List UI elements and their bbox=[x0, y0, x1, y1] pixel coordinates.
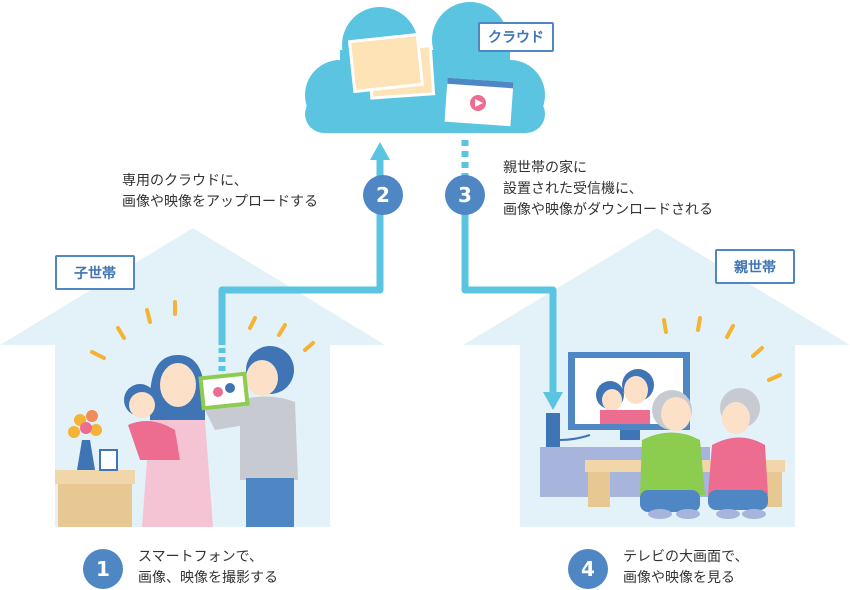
download-arrow bbox=[461, 140, 563, 410]
receiver-icon bbox=[546, 413, 591, 447]
caption-line: 親世帯の家に bbox=[503, 160, 587, 176]
sparkle-icon bbox=[662, 316, 782, 382]
step-1-badge: 1 bbox=[83, 549, 123, 589]
upload-arrow bbox=[218, 142, 390, 375]
caption-line: スマートフォンで、 bbox=[138, 549, 264, 565]
smartphone-icon bbox=[198, 371, 250, 411]
caption-line: 画像、映像を撮影する bbox=[138, 570, 278, 586]
video-icon bbox=[444, 77, 514, 127]
caption-line: 画像や映像を見る bbox=[623, 570, 735, 586]
step-3-badge: 3 bbox=[445, 175, 485, 215]
step-2-badge: 2 bbox=[363, 175, 403, 215]
mother-figure bbox=[142, 355, 213, 527]
step-3-caption: 親世帯の家に 設置された受信機に、 画像や映像がダウンロードされる bbox=[503, 158, 713, 221]
step-2-caption: 専用のクラウドに、 画像や映像をアップロードする bbox=[122, 171, 318, 213]
flower-vase-icon bbox=[68, 410, 118, 471]
step-1-caption: スマートフォンで、 画像、映像を撮影する bbox=[138, 547, 278, 589]
sparkle-icon bbox=[90, 300, 315, 360]
child-household-label: 子世帯 bbox=[55, 255, 135, 290]
photo-icon bbox=[347, 32, 436, 100]
caption-line: 画像や映像をアップロードする bbox=[122, 194, 318, 210]
caption-line: 専用のクラウドに、 bbox=[122, 173, 248, 189]
father-figure bbox=[205, 346, 298, 527]
caption-line: 画像や映像がダウンロードされる bbox=[503, 202, 713, 218]
parent-household-label: 親世帯 bbox=[715, 249, 795, 284]
child-figure bbox=[124, 384, 180, 460]
grandmother-figure bbox=[708, 388, 768, 519]
cabinet bbox=[55, 470, 135, 527]
cloud-label: クラウド bbox=[478, 22, 554, 52]
step-4-caption: テレビの大画面で、 画像や映像を見る bbox=[623, 547, 748, 589]
step-4-badge: 4 bbox=[568, 549, 608, 589]
caption-line: テレビの大画面で、 bbox=[623, 549, 749, 565]
grandfather-figure bbox=[640, 390, 705, 519]
caption-line: 設置された受信機に、 bbox=[503, 181, 643, 197]
